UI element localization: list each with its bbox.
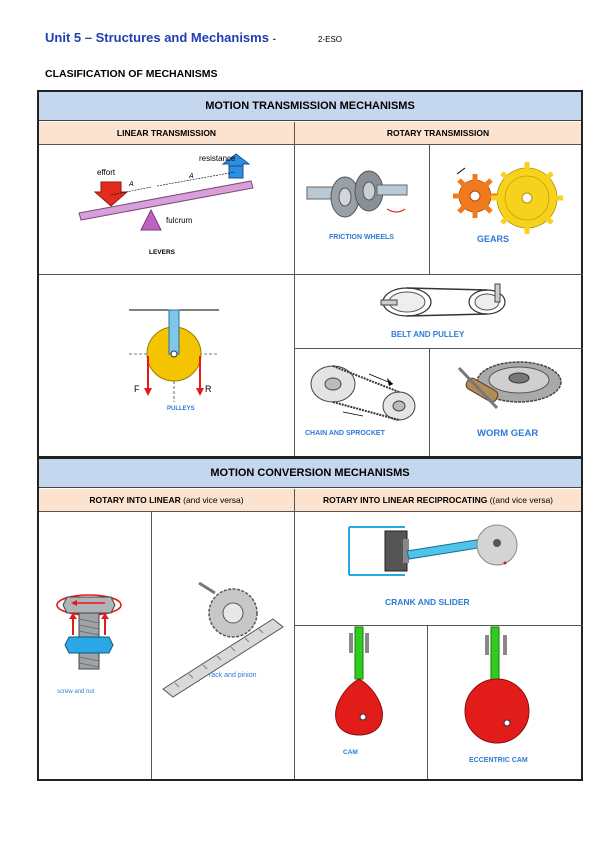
- conversion-title: MOTION CONVERSION MECHANISMS: [39, 459, 581, 488]
- divider: [295, 348, 583, 349]
- divider: [429, 348, 430, 456]
- lever-diagram: A A: [78, 153, 254, 231]
- screw-nut-caption: screw and nut: [57, 689, 95, 695]
- transmission-table: MOTION TRANSMISSION MECHANISMS LINEAR TR…: [37, 90, 583, 458]
- svg-text:A: A: [188, 173, 194, 180]
- svg-text:A: A: [128, 181, 134, 188]
- gears-image: [453, 162, 563, 234]
- belt-pulley-caption: BELT AND PULLEY: [391, 330, 465, 339]
- divider: [429, 144, 430, 274]
- divider: [151, 511, 152, 779]
- chain-sprocket-caption: CHAIN AND SPROCKET: [305, 430, 385, 437]
- eccentric-cam-image: [464, 626, 530, 744]
- divider: [427, 625, 428, 779]
- divider: [39, 274, 583, 275]
- title-suffix: -: [272, 34, 276, 45]
- grade-label: 2-ESO: [318, 35, 343, 44]
- pulley-diagram: [129, 309, 219, 402]
- cam-image: [335, 626, 383, 736]
- rotary-linear-header: ROTARY INTO LINEAR (and vice versa): [39, 489, 294, 512]
- eccentric-cam-caption: ECCENTRIC CAM: [469, 757, 528, 764]
- rotary-transmission-header: ROTARY TRANSMISSION: [295, 122, 581, 145]
- belt-pulley-image: [380, 283, 506, 317]
- worm-gear-caption: WORM GEAR: [477, 428, 539, 439]
- crank-slider-caption: CRANK AND SLIDER: [385, 597, 470, 607]
- divider: [294, 489, 295, 779]
- divider: [294, 122, 295, 456]
- rack-pinion-caption: rack and pinion: [209, 672, 257, 679]
- chain-sprocket-image: [310, 365, 416, 421]
- fulcrum-label: fulcrum: [166, 216, 193, 225]
- friction-wheels-caption: FRICTION WHEELS: [329, 234, 394, 241]
- pulleys-caption: PULLEYS: [167, 406, 195, 412]
- reciprocating-header: ROTARY INTO LINEAR RECIPROCATING ((and v…: [295, 489, 581, 512]
- divider: [295, 625, 583, 626]
- force-r-label: R: [205, 384, 212, 394]
- worm-gear-image: [457, 361, 562, 410]
- screw-nut-image: [56, 594, 122, 670]
- friction-wheels-image: [306, 170, 408, 218]
- force-f-label: F: [134, 384, 140, 394]
- conversion-table: MOTION CONVERSION MECHANISMS ROTARY INTO…: [37, 457, 583, 781]
- linear-transmission-header: LINEAR TRANSMISSION: [39, 122, 294, 145]
- section-subtitle: CLASIFICATION OF MECHANISMS: [45, 68, 218, 80]
- crank-slider-image: [348, 524, 518, 576]
- transmission-title: MOTION TRANSMISSION MECHANISMS: [39, 92, 581, 121]
- gears-caption: GEARS: [477, 234, 510, 244]
- resistance-label: resistance: [199, 154, 236, 163]
- rack-pinion-image: [162, 581, 284, 698]
- effort-label: effort: [97, 168, 116, 177]
- page-title: Unit 5 – Structures and Mechanisms -: [45, 30, 276, 45]
- levers-caption: LEVERS: [149, 249, 176, 256]
- cam-caption: CAM: [343, 749, 358, 756]
